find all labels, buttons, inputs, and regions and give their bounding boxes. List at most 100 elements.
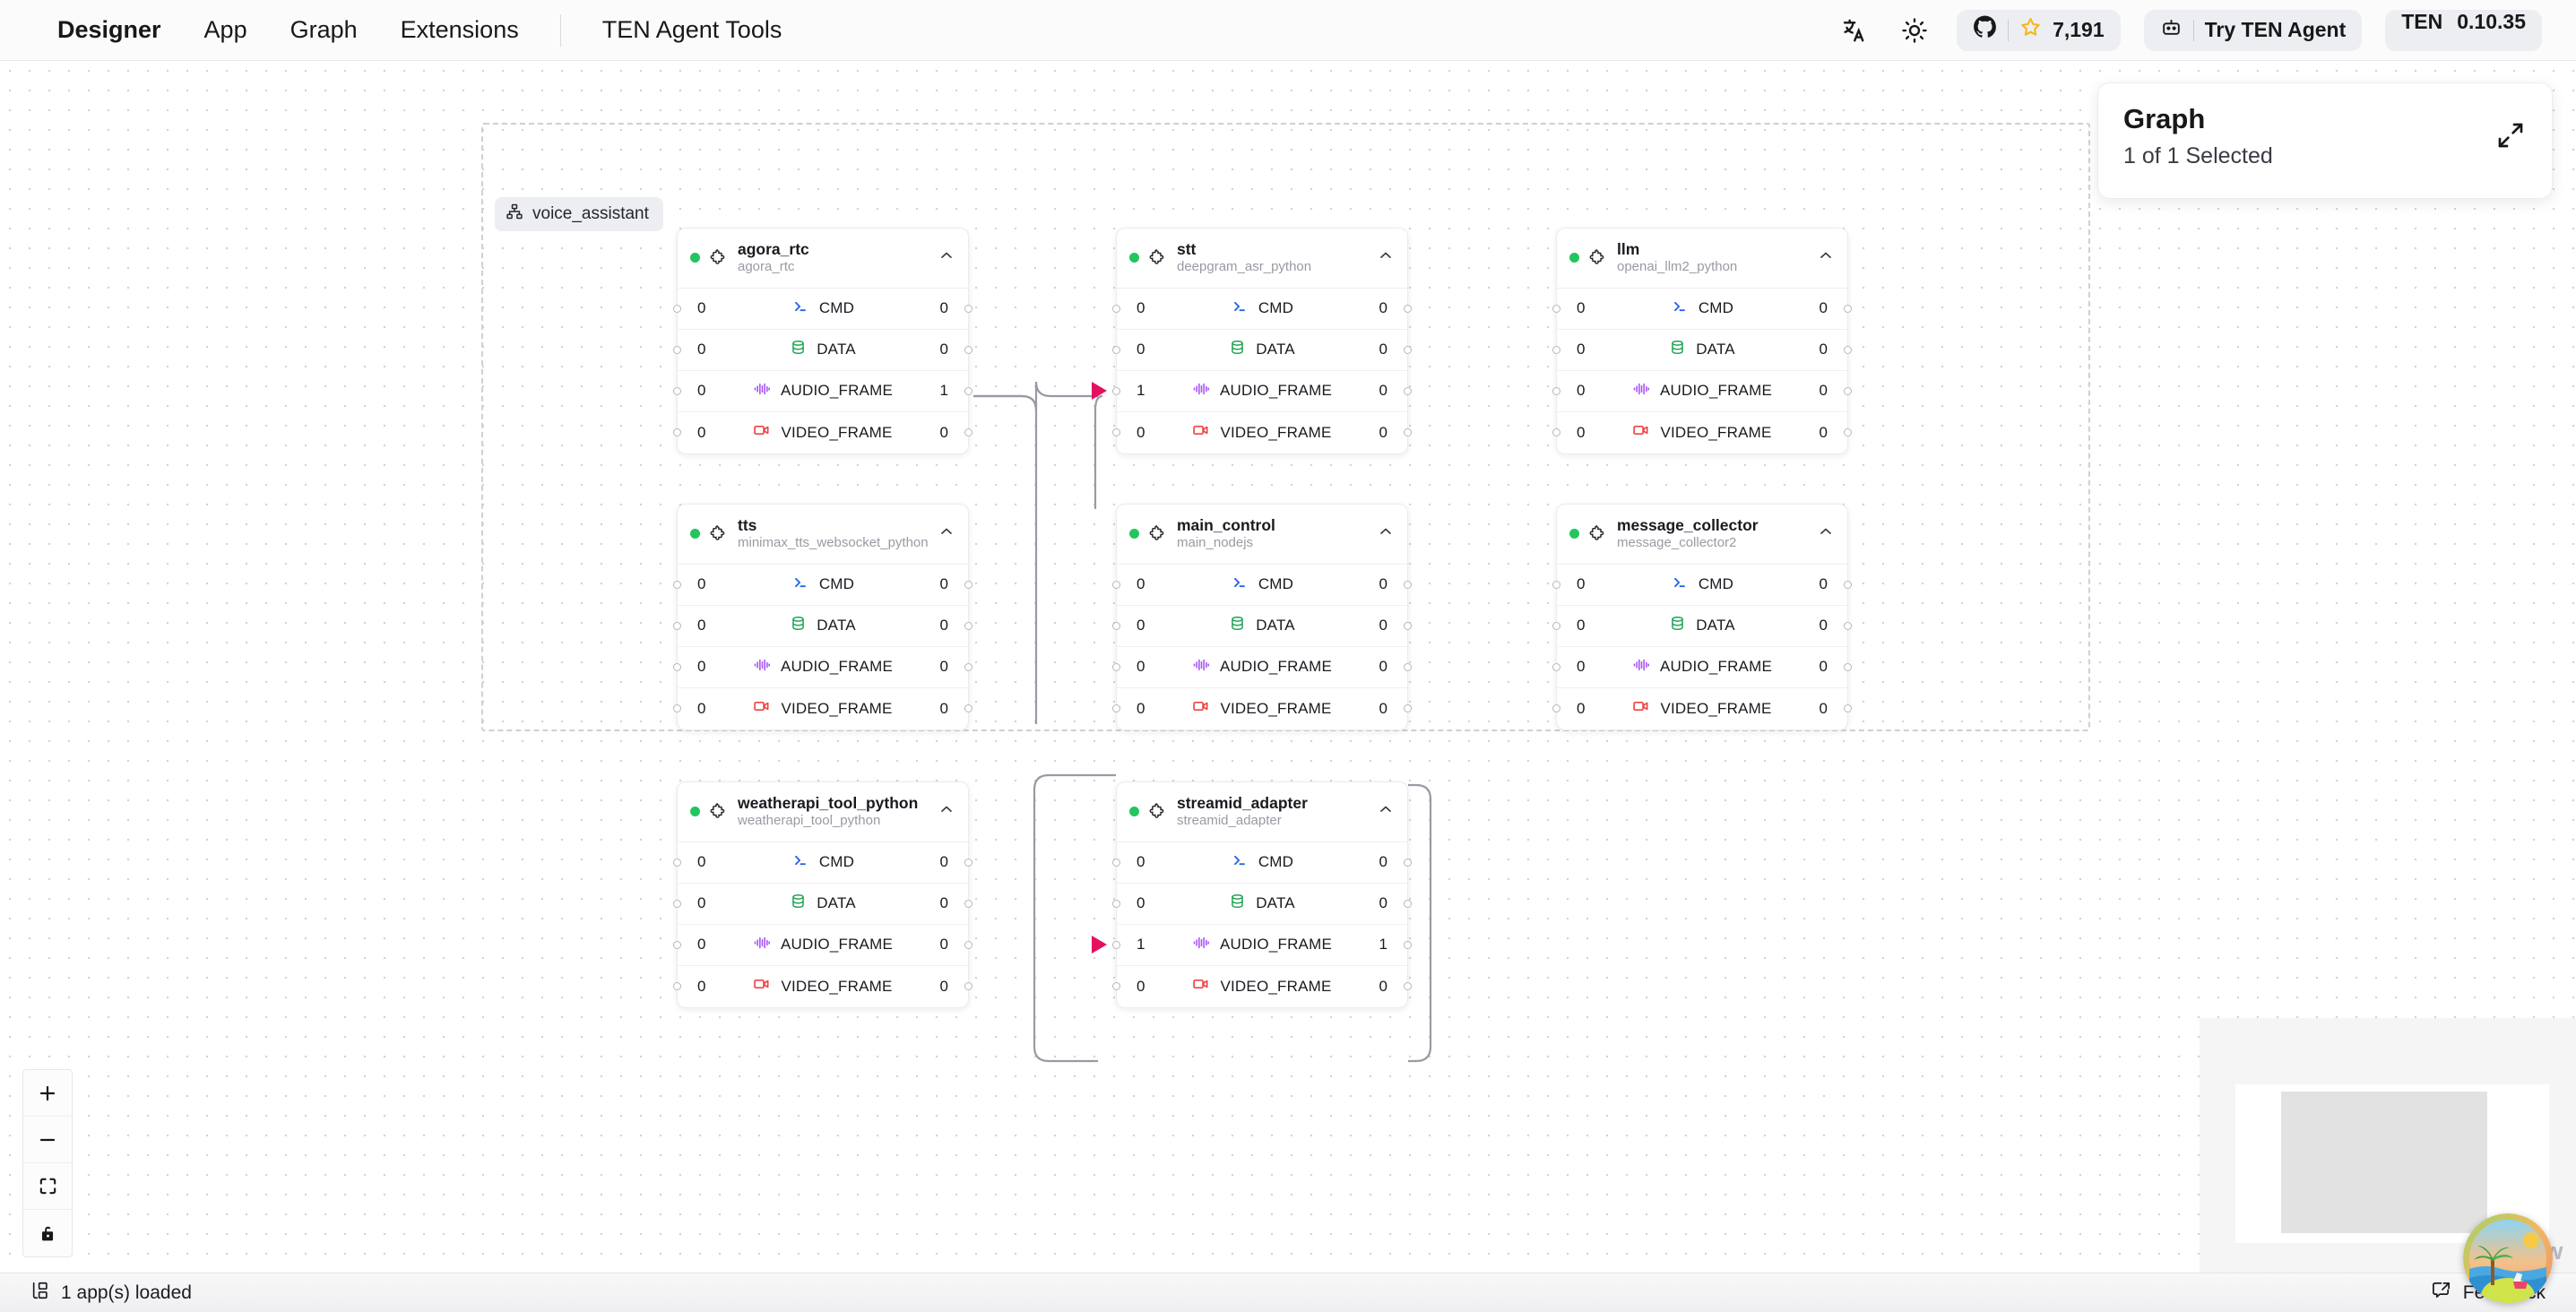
- output-handle-video_frame[interactable]: [1404, 428, 1412, 437]
- input-handle-cmd[interactable]: [1112, 304, 1120, 313]
- output-handle-cmd[interactable]: [1844, 304, 1852, 313]
- output-handle-data[interactable]: [964, 345, 972, 354]
- translate-icon[interactable]: [1835, 12, 1872, 49]
- input-handle-video_frame[interactable]: [1552, 428, 1560, 437]
- output-handle-data[interactable]: [1404, 899, 1412, 908]
- input-handle-audio_frame[interactable]: [1112, 940, 1120, 949]
- input-handle-data[interactable]: [1552, 345, 1560, 354]
- chevron-up-icon[interactable]: [938, 522, 955, 545]
- chevron-up-icon[interactable]: [1377, 522, 1395, 545]
- output-handle-cmd[interactable]: [1404, 580, 1412, 589]
- output-handle-audio_frame[interactable]: [1844, 386, 1852, 395]
- input-handle-cmd[interactable]: [673, 858, 681, 867]
- chevron-up-icon[interactable]: [1817, 522, 1835, 545]
- input-handle-video_frame[interactable]: [1552, 704, 1560, 713]
- output-handle-data[interactable]: [1404, 345, 1412, 354]
- output-handle-data[interactable]: [964, 621, 972, 630]
- input-handle-data[interactable]: [1112, 621, 1120, 630]
- input-handle-audio_frame[interactable]: [673, 386, 681, 395]
- chevron-up-icon[interactable]: [938, 800, 955, 823]
- group-badge-voice-assistant[interactable]: voice_assistant: [495, 197, 663, 231]
- output-handle-cmd[interactable]: [964, 580, 972, 589]
- input-handle-audio_frame[interactable]: [1552, 662, 1560, 671]
- chevron-up-icon[interactable]: [1377, 246, 1395, 269]
- github-stars-button[interactable]: 7,191: [1957, 9, 2121, 51]
- output-handle-audio_frame[interactable]: [1404, 940, 1412, 949]
- input-handle-audio_frame[interactable]: [1112, 386, 1120, 395]
- input-handle-video_frame[interactable]: [1112, 704, 1120, 713]
- chevron-up-icon[interactable]: [938, 246, 955, 269]
- expand-diagonal-icon[interactable]: [2496, 121, 2525, 154]
- input-handle-audio_frame[interactable]: [1552, 386, 1560, 395]
- output-handle-data[interactable]: [964, 899, 972, 908]
- input-handle-video_frame[interactable]: [673, 704, 681, 713]
- output-handle-video_frame[interactable]: [964, 704, 972, 713]
- nav-item-designer[interactable]: Designer: [57, 16, 161, 43]
- try-ten-agent-button[interactable]: Try TEN Agent: [2143, 9, 2363, 51]
- input-handle-audio_frame[interactable]: [673, 662, 681, 671]
- input-handle-data[interactable]: [1552, 621, 1560, 630]
- nav-item-ten-agent-tools[interactable]: TEN Agent Tools: [601, 16, 782, 43]
- nav-item-app[interactable]: App: [203, 16, 247, 43]
- unlock-button[interactable]: [23, 1210, 72, 1256]
- output-handle-video_frame[interactable]: [964, 428, 972, 437]
- output-handle-cmd[interactable]: [1404, 858, 1412, 867]
- output-handle-audio_frame[interactable]: [964, 662, 972, 671]
- output-handle-cmd[interactable]: [964, 858, 972, 867]
- output-handle-video_frame[interactable]: [1844, 428, 1852, 437]
- input-handle-audio_frame[interactable]: [673, 940, 681, 949]
- input-handle-data[interactable]: [673, 345, 681, 354]
- input-handle-video_frame[interactable]: [673, 982, 681, 991]
- output-handle-audio_frame[interactable]: [1404, 386, 1412, 395]
- output-handle-audio_frame[interactable]: [1404, 662, 1412, 671]
- output-handle-cmd[interactable]: [1404, 304, 1412, 313]
- output-handle-audio_frame[interactable]: [1844, 662, 1852, 671]
- output-handle-audio_frame[interactable]: [964, 386, 972, 395]
- input-handle-cmd[interactable]: [1552, 304, 1560, 313]
- input-handle-data[interactable]: [1112, 899, 1120, 908]
- nav-item-extensions[interactable]: Extensions: [400, 16, 519, 43]
